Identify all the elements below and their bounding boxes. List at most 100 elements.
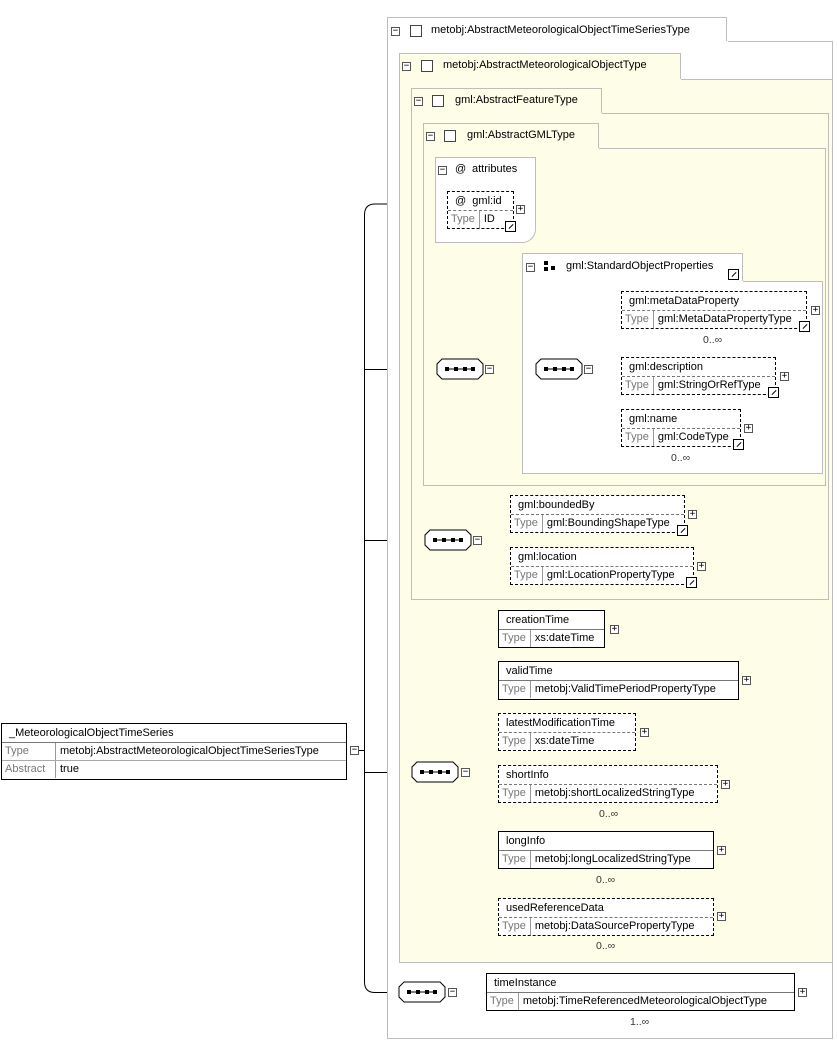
type-value: gml:StringOrRefType [657,379,761,391]
collapse-toggle[interactable]: − [584,364,593,374]
collapse-toggle[interactable]: − [350,745,359,755]
standard-props-tab [522,253,743,282]
element-name: _MeteorologicalObjectTimeSeries [2,724,346,743]
type-key: Type [499,681,531,698]
collapse-toggle[interactable]: − [402,61,411,71]
abstract-key: Abstract [2,761,56,778]
type-value: metobj:ValidTimePeriodPropertyType [534,683,716,695]
cardinality: 0..∞ [596,874,616,886]
collapse-toggle[interactable]: − [414,96,423,106]
cardinality: 0..∞ [703,334,723,346]
collapse-toggle[interactable]: − [438,165,447,175]
element-name: creationTime [499,611,604,630]
type-key: Type [622,311,654,328]
type-value: ID [483,213,495,225]
cardinality: 0..∞ [671,452,691,464]
element-name: gml:description [622,358,775,377]
type-key: Type [511,515,543,532]
type-key: Type [499,630,531,647]
abstract-value: true [60,763,79,775]
type-value: gml:BoundingShapeType [546,517,670,529]
expand-toggle[interactable]: + [811,305,820,315]
element-name: gml:metaDataProperty [622,292,806,311]
type-value: metobj:DataSourcePropertyType [534,920,695,932]
element-name: gml:boundedBy [511,496,684,515]
at-icon: @ [455,163,467,175]
sequence-compositor[interactable] [411,761,459,783]
type-key: Type [499,918,531,935]
collapse-toggle[interactable]: − [426,131,435,141]
cardinality: 0..∞ [596,940,616,952]
type-checkbox[interactable] [410,25,422,37]
cardinality: 1..∞ [630,1016,650,1028]
element-name: shortInfo [499,766,717,785]
type-link-icon[interactable] [733,439,744,450]
sequence-compositor[interactable] [535,358,583,380]
type-link-icon[interactable] [505,221,516,232]
group-icon [544,261,555,271]
collapse-toggle[interactable]: − [485,364,494,374]
expand-toggle[interactable]: + [744,423,753,433]
collapse-toggle[interactable]: − [448,987,457,997]
type-link-icon[interactable] [799,321,810,332]
at-icon: @ [455,195,467,207]
expand-toggle[interactable]: + [742,675,751,685]
element-name: gml:name [622,410,740,429]
attributes-label: attributes [472,163,518,175]
type-value: metobj:longLocalizedStringType [534,853,691,865]
type-checkbox[interactable] [421,60,433,72]
collapse-toggle[interactable]: − [391,26,400,36]
standard-props-title: gml:StandardObjectProperties [566,260,714,272]
collapse-toggle[interactable]: − [526,262,535,272]
type-checkbox[interactable] [444,130,456,142]
object-type-title: metobj:AbstractMeteorologicalObjectType [443,59,647,71]
type-link-icon[interactable] [728,269,739,280]
expand-toggle[interactable]: + [798,987,807,997]
type-value: metobj:TimeReferencedMeteorologicalObjec… [522,995,768,1007]
type-key: Type [448,211,480,228]
expand-toggle[interactable]: + [516,204,525,214]
type-value: xs:dateTime [534,632,595,644]
expand-toggle[interactable]: + [717,911,726,921]
element-name: timeInstance [487,974,794,993]
expand-toggle[interactable]: + [688,509,697,519]
collapse-toggle[interactable]: − [461,767,470,777]
sequence-compositor[interactable] [398,981,446,1003]
type-value: gml:MetaDataPropertyType [657,313,792,325]
sequence-compositor[interactable] [424,529,472,551]
type-link-icon[interactable] [677,525,688,536]
expand-toggle[interactable]: + [610,624,619,634]
expand-toggle[interactable]: + [640,727,649,737]
object-type-tab [399,53,681,80]
feature-type-title: gml:AbstractFeatureType [455,94,578,106]
expand-toggle[interactable]: + [697,561,706,571]
expand-toggle[interactable]: + [780,371,789,381]
type-value: xs:dateTime [534,735,595,747]
type-value: metobj:shortLocalizedStringType [534,787,695,799]
expand-toggle[interactable]: + [721,779,730,789]
expand-toggle[interactable]: + [717,845,726,855]
element-name: longInfo [499,832,713,851]
type-link-icon[interactable] [768,387,779,398]
element-name: gml:location [511,548,693,567]
collapse-toggle[interactable]: − [473,535,482,545]
sequence-compositor[interactable] [436,358,484,380]
type-value: gml:LocationPropertyType [546,569,675,581]
type-key: Type [499,785,531,802]
type-link-icon[interactable] [686,577,697,588]
type-checkbox[interactable] [432,95,444,107]
